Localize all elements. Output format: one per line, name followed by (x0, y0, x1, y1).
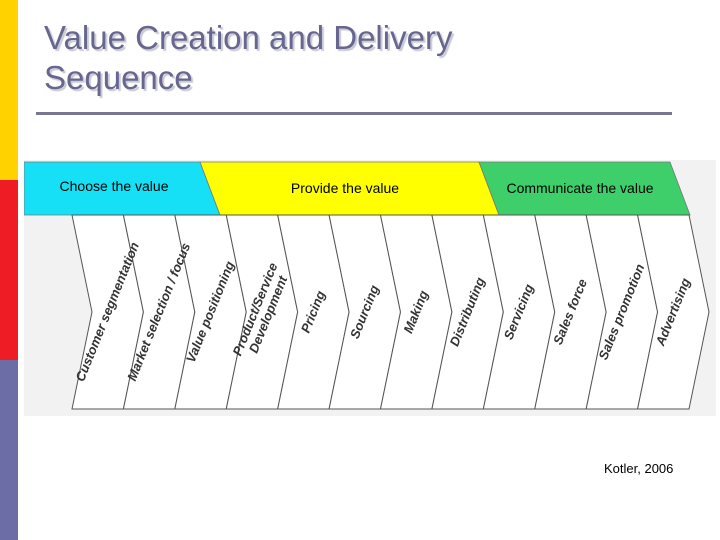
step-chevron-advertising (636, 214, 710, 410)
phase-choose-label: Choose the value (60, 178, 169, 194)
source-credit: Kotler, 2006 (604, 461, 674, 476)
sidebar-accent (0, 0, 18, 540)
sidebar-yellow-block (0, 0, 18, 180)
phase-provide-label: Provide the value (291, 180, 399, 196)
value-delivery-diagram: Choose the value Provide the value Commu… (24, 160, 716, 416)
phase-communicate: Communicate the value (478, 161, 691, 216)
sidebar-red-block (0, 180, 18, 360)
slide-title-line-1: Value Creation and Delivery (44, 19, 453, 56)
phase-communicate-label: Communicate the value (506, 180, 653, 196)
phase-choose: Choose the value (24, 161, 221, 216)
phase-provide: Provide the value (199, 161, 500, 216)
slide-title: Value Creation and Delivery Sequence (44, 18, 452, 98)
title-underline (36, 112, 672, 115)
step-chevrons (71, 214, 710, 410)
sidebar-blue-block (0, 360, 18, 540)
phase-communicate-band (478, 161, 691, 216)
slide-title-line-2: Sequence (44, 59, 193, 96)
